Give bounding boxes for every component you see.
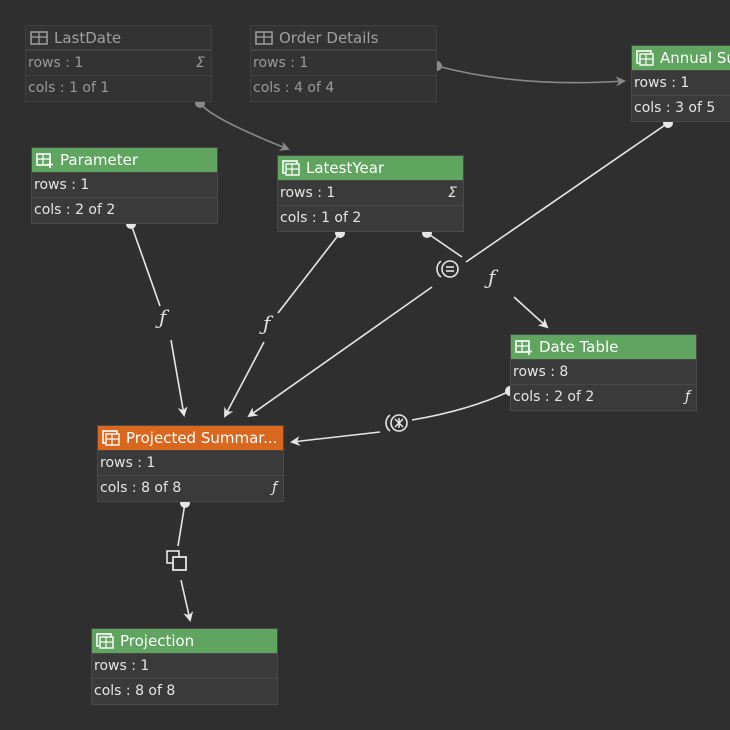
edge-latestyear-projected[interactable] — [277, 232, 341, 314]
edge-latestyear-datetable[interactable] — [426, 232, 463, 258]
function-icon: ƒ — [685, 389, 690, 405]
edge-annual-projected[interactable] — [465, 122, 669, 263]
node-header[interactable]: Projected Summar... — [98, 426, 283, 450]
node-rows: rows : 1 — [32, 172, 217, 197]
node-projection[interactable]: Projection rows : 1 cols : 8 of 8 — [91, 628, 278, 705]
node-title: Date Table — [539, 338, 619, 356]
node-header[interactable]: Annual Su — [632, 46, 730, 70]
sum-icon: Σ — [196, 55, 205, 71]
table-icon — [255, 30, 273, 45]
node-header[interactable]: LatestYear — [278, 156, 463, 180]
node-title: Annual Su — [660, 49, 730, 67]
edge-latestyear-projected[interactable] — [224, 341, 265, 418]
copy-icon[interactable] — [166, 550, 187, 571]
node-cols: cols : 1 of 1 — [26, 75, 211, 100]
function-icon[interactable]: ƒ — [159, 305, 167, 329]
node-cols: cols : 3 of 5 — [632, 95, 730, 120]
node-cols: cols : 8 of 8 — [92, 678, 277, 703]
node-header[interactable]: Order Details — [251, 26, 436, 50]
filter-equals-icon[interactable] — [436, 260, 459, 278]
node-cols: cols : 2 of 2 — [32, 197, 217, 222]
edge-parameter-projected[interactable] — [130, 223, 161, 307]
edge-lastdate-latestyear[interactable] — [199, 102, 290, 151]
node-title: Order Details — [279, 28, 379, 47]
function-icon[interactable]: ƒ — [263, 311, 271, 335]
calculated-table-icon — [102, 430, 120, 446]
node-title: Parameter — [60, 151, 139, 169]
node-rows: rows : 1 — [251, 50, 436, 75]
parameter-table-icon — [515, 340, 532, 355]
node-title: Projected Summar... — [126, 429, 278, 447]
node-header[interactable]: Projection — [92, 629, 277, 653]
function-icon: ƒ — [272, 480, 277, 496]
node-order-details[interactable]: Order Details rows : 1 cols : 4 of 4 — [250, 25, 437, 102]
node-projected-summary[interactable]: Projected Summar... rows : 1 cols : 8 of… — [97, 425, 284, 502]
edge-projected-projection[interactable] — [177, 502, 186, 547]
edge-order-annual[interactable] — [436, 65, 626, 87]
edge-annual-projected[interactable] — [247, 286, 433, 418]
node-title: LatestYear — [306, 159, 385, 177]
node-cols: cols : 1 of 2 — [278, 205, 463, 230]
node-header[interactable]: Date Table — [511, 335, 696, 359]
node-rows: rows : 1 — [632, 70, 730, 95]
node-title: Projection — [120, 632, 195, 650]
node-cols: cols : 4 of 4 — [251, 75, 436, 100]
edge-datetable-projected[interactable] — [411, 390, 511, 421]
sum-icon: Σ — [448, 185, 457, 201]
node-header[interactable]: LastDate — [26, 26, 211, 50]
edge-datetable-projected[interactable] — [290, 431, 381, 447]
edge-parameter-projected[interactable] — [170, 339, 188, 417]
node-parameter[interactable]: Parameter rows : 1 cols : 2 of 2 — [31, 147, 218, 224]
node-header[interactable]: Parameter — [32, 148, 217, 172]
node-title: LastDate — [54, 28, 122, 47]
parameter-table-icon — [36, 153, 53, 168]
function-icon[interactable]: ƒ — [488, 265, 496, 289]
node-rows: rows : 1 — [92, 653, 277, 678]
calculated-table-icon — [282, 160, 300, 176]
calculated-table-icon — [96, 633, 114, 649]
edge-projected-projection[interactable] — [180, 579, 194, 622]
edge-latestyear-datetable[interactable] — [513, 296, 549, 329]
node-annual-summary[interactable]: Annual Su rows : 1 cols : 3 of 5 — [631, 45, 730, 122]
node-rows: rows : 1 — [98, 450, 283, 475]
table-icon — [30, 30, 48, 45]
cross-join-icon[interactable] — [385, 414, 408, 432]
calculated-table-icon — [636, 50, 654, 66]
node-rows: rows : 8 — [511, 359, 696, 384]
